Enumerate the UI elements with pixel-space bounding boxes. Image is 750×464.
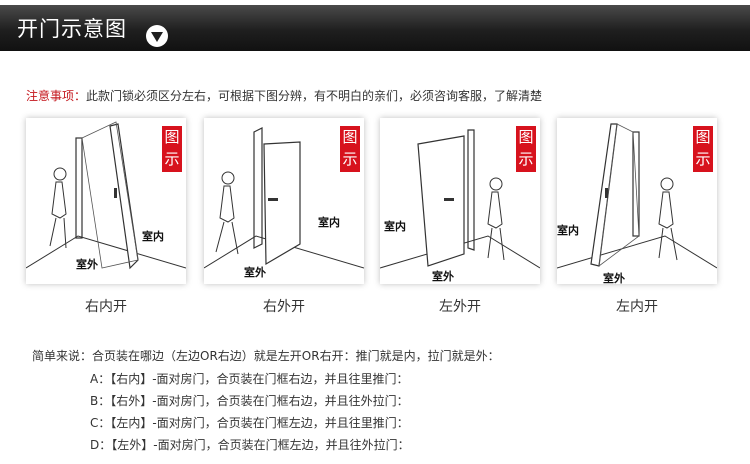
badge-char: 示 <box>342 150 358 168</box>
caption-left-outward: 左外开 <box>439 299 481 315</box>
badge-char: 图 <box>518 128 534 146</box>
door-diagram-illustration <box>557 123 717 269</box>
indoor-label: 室内 <box>142 230 164 243</box>
outdoor-label: 室外 <box>603 272 625 285</box>
diagram-panel-left-inward: 图 示 室内 室外 <box>557 118 717 285</box>
badge: 图 示 <box>340 126 360 172</box>
badge-char: 图 <box>695 128 711 146</box>
door-diagram-illustration <box>380 129 540 269</box>
rule-a: A：【右内】-面对房门，合页装在门框右边，并且往里推门： <box>90 372 409 386</box>
page-title: 开门示意图 <box>17 17 127 41</box>
badge-char: 示 <box>695 150 711 168</box>
notice-label: 注意事项： <box>26 89 87 103</box>
down-arrow-circle-icon <box>146 25 168 47</box>
badge-char: 图 <box>342 128 358 146</box>
indoor-label: 室内 <box>318 216 340 229</box>
header-bar: 开门示意图 <box>0 5 750 51</box>
notice-text: 此款门锁必须区分左右，可根据下图分辨，有不明白的亲们，必须咨询客服，了解清楚 <box>86 89 543 103</box>
rule-b: B：【右外】-面对房门，合页装在门框右边，并且往外拉门： <box>90 394 409 408</box>
door-diagram-illustration <box>26 121 186 270</box>
indoor-label: 室内 <box>384 220 406 233</box>
outdoor-label: 室外 <box>76 258 98 271</box>
rule-d: D：【左外】-面对房门，合页装在门框左边，并且往外拉门： <box>90 438 410 452</box>
badge: 图 示 <box>162 126 182 172</box>
badge-char: 图 <box>164 128 180 146</box>
notice: 注意事项：此款门锁必须区分左右，可根据下图分辨，有不明白的亲们，必须咨询客服，了… <box>26 87 542 104</box>
caption-right-inward: 右内开 <box>85 299 127 315</box>
diagram-panel-right-inward: 图 示 室内 室外 <box>26 118 186 284</box>
diagram-panel-right-outward: 图 示 室内 室外 <box>204 118 364 284</box>
diagram-panel-left-outward: 图 示 室内 室外 <box>380 118 540 284</box>
indoor-label: 室内 <box>557 224 579 237</box>
badge: 图 示 <box>693 126 713 172</box>
outdoor-label: 室外 <box>432 270 454 283</box>
door-diagram-illustration <box>204 127 364 269</box>
badge: 图 示 <box>516 126 536 172</box>
caption-right-outward: 右外开 <box>263 299 305 315</box>
badge-char: 示 <box>518 150 534 168</box>
caption-left-inward: 左内开 <box>616 299 658 315</box>
badge-char: 示 <box>164 150 180 168</box>
outdoor-label: 室外 <box>244 266 266 279</box>
rule-c: C：【左内】-面对房门，合页装在门框左边，并且往里推门： <box>90 416 409 430</box>
summary-text: 简单来说：合页装在哪边（左边OR右边）就是左开OR右开：推门就是内，拉门就是外： <box>32 349 500 363</box>
